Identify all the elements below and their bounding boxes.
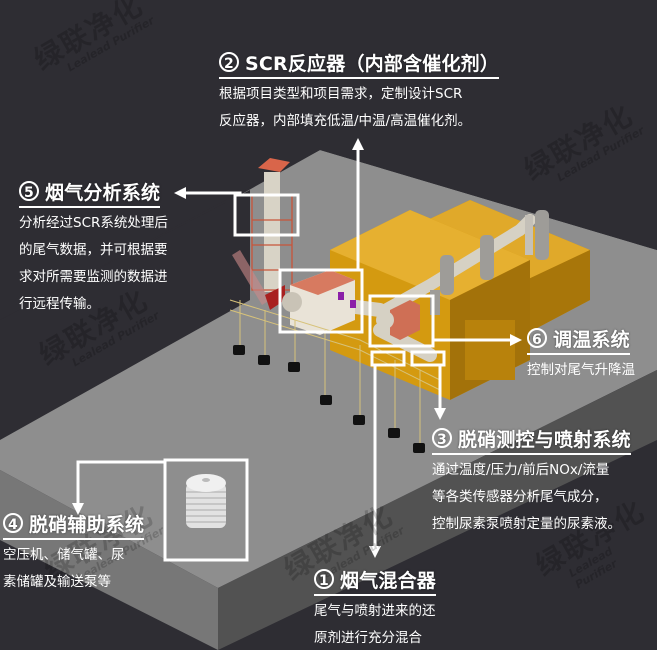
number-badge: 1 (314, 569, 334, 589)
highlight-box-temperature (368, 294, 435, 348)
highlight-box-mixer (370, 350, 406, 367)
callout-description: 控制对尾气升降温 (527, 362, 635, 378)
arrow-to-analysis (184, 191, 242, 195)
highlight-box-analysis (233, 193, 300, 237)
flue-gas-mixer (376, 300, 420, 340)
platform-structure (229, 299, 441, 445)
highlight-box-auxiliary (163, 458, 249, 562)
callout-description: 空压机、储气罐、尿 素储罐及输送泵等 (3, 547, 125, 590)
number-badge: 3 (432, 428, 452, 448)
callout-description: 分析经过SCR系统处理后 的尾气数据，并可根据要 求对所需要监测的数据进 行远程… (19, 215, 168, 312)
connector-arrows (76, 148, 512, 548)
callout-description: 通过温度/压力/前后NOx/流量 等各类传感器分析尾气成分， 控制尿素泵喷射定量… (432, 462, 621, 532)
support-feet (233, 345, 425, 453)
number-badge: 2 (219, 52, 239, 72)
arrowheads (72, 138, 522, 558)
background-top (0, 0, 657, 320)
arrow-to-auxiliary (76, 460, 165, 505)
number-badge: 6 (527, 328, 547, 348)
slab-left-face (0, 470, 218, 650)
callout-description: 根据项目类型和项目需求，定制设计SCR 反应器，内部填充低温/中温/高温催化剂。 (219, 86, 472, 129)
highlight-box-injection (410, 350, 446, 367)
scr-reactor (282, 270, 356, 335)
highlight-boxes (163, 193, 446, 562)
pipe-silencers (430, 210, 549, 315)
number-badge: 5 (19, 181, 39, 201)
callout-description: 尾气与喷射进来的还 原剂进行充分混合 (314, 603, 436, 646)
urea-storage-tank (186, 474, 226, 528)
exhaust-stack (232, 158, 293, 310)
number-badge: 4 (3, 513, 23, 533)
highlight-box-scr-reactor (278, 268, 364, 334)
